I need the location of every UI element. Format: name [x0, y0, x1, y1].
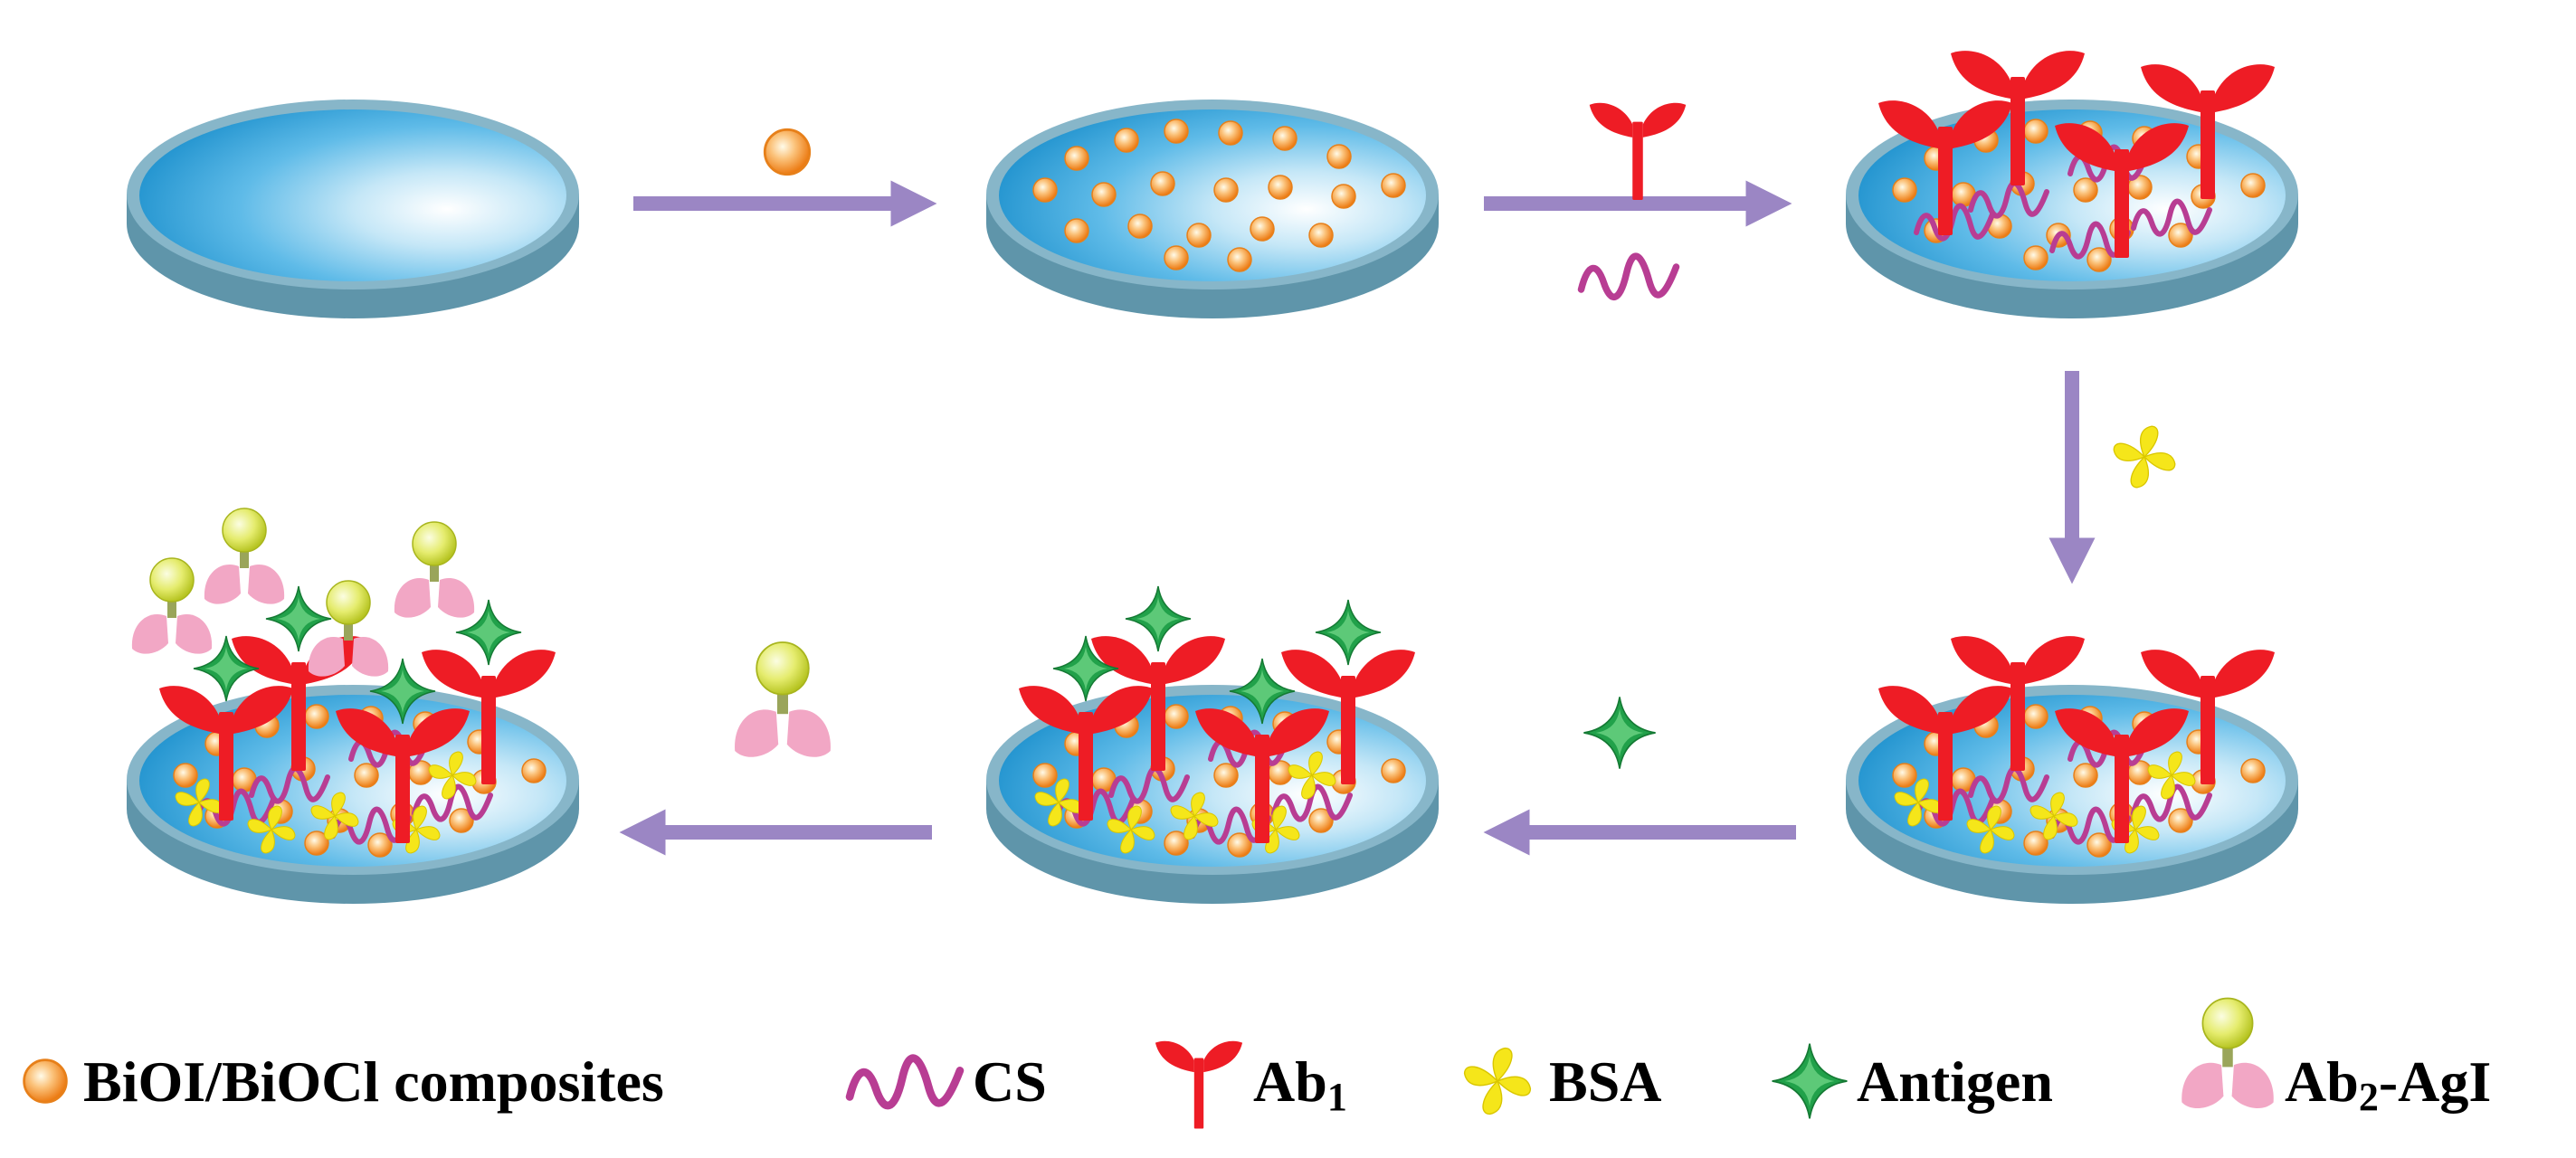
bsa-reagent-icon	[2113, 425, 2176, 489]
legend-cs-icon	[850, 1058, 960, 1106]
composite-particle	[1213, 177, 1239, 203]
composite-particle	[1127, 214, 1153, 239]
composite-particle	[1331, 184, 1356, 209]
legend: BiOI/BiOCl composites CS Ab1 BSA Antigen Ab2-…	[23, 997, 2491, 1129]
electrode-step-2	[986, 100, 1439, 318]
legend-label-antigen: Antigen	[1857, 1049, 2053, 1114]
composite-particle	[2240, 758, 2266, 783]
composite-particle	[2240, 173, 2266, 198]
composite-particle	[1892, 763, 1917, 788]
cs-reagent-icon	[1582, 256, 1677, 297]
composite-particle	[2023, 245, 2048, 271]
legend-label-ab1: Ab1	[1253, 1049, 1347, 1119]
legend-label-composite: BiOI/BiOCl composites	[83, 1049, 664, 1114]
legend-ab1-icon	[1155, 1040, 1243, 1129]
composite-particle	[1032, 763, 1058, 788]
composite-particle	[2023, 704, 2048, 729]
antigen-icon	[1315, 599, 1382, 666]
antigen-icon	[1125, 585, 1192, 652]
composite-particle	[1186, 223, 1212, 248]
composite-particle	[2023, 119, 2048, 144]
legend-label-cs: CS	[973, 1049, 1047, 1114]
ab1-reagent-icon	[1589, 102, 1687, 200]
composite-particle	[173, 763, 198, 788]
legend-label-bsa: BSA	[1549, 1049, 1662, 1114]
composite-particle	[1164, 245, 1189, 271]
ab2-agi-icon	[131, 557, 213, 655]
composite-particle	[1381, 173, 1406, 198]
legend-antigen-icon	[1771, 1042, 1849, 1120]
ab2-agi-icon	[204, 508, 285, 605]
composite-particle	[1308, 223, 1334, 248]
composite-particle	[1218, 120, 1243, 146]
composite-particle	[1268, 175, 1293, 200]
composite-particle	[521, 758, 547, 783]
legend-bsa-icon	[1463, 1047, 1532, 1115]
composite-particle	[304, 704, 329, 729]
electrode-step-5	[986, 585, 1439, 904]
composite-particle	[1091, 182, 1117, 207]
composite-particle	[1381, 758, 1406, 783]
composite-particle	[1892, 177, 1917, 203]
composite-particle	[1227, 247, 1252, 272]
electrode-step-6	[127, 508, 579, 904]
composite-particle	[1164, 704, 1189, 729]
electrode-step-1	[127, 100, 579, 318]
composite-particle	[1150, 171, 1175, 196]
composite-particle	[1326, 144, 1352, 169]
antigen-reagent-icon	[1583, 696, 1657, 770]
composite-particle	[1164, 119, 1189, 144]
composite-particle	[1064, 218, 1089, 243]
composite-particle	[1272, 126, 1298, 151]
composite-reagent-icon	[763, 128, 812, 176]
electrode-step-3	[1846, 51, 2298, 318]
electrode-step-4	[1846, 636, 2298, 904]
composite-particle	[1114, 128, 1139, 153]
composite-particle	[1064, 146, 1089, 171]
ab2-reagent-icon	[734, 641, 832, 758]
legend-composite-icon	[23, 1058, 68, 1104]
composite-particle	[1032, 177, 1058, 203]
legend-label-ab2: Ab2-AgI	[2285, 1049, 2491, 1119]
legend-ab2-icon	[2181, 997, 2275, 1109]
composite-particle	[1250, 216, 1275, 242]
ab2-agi-icon	[394, 521, 475, 619]
